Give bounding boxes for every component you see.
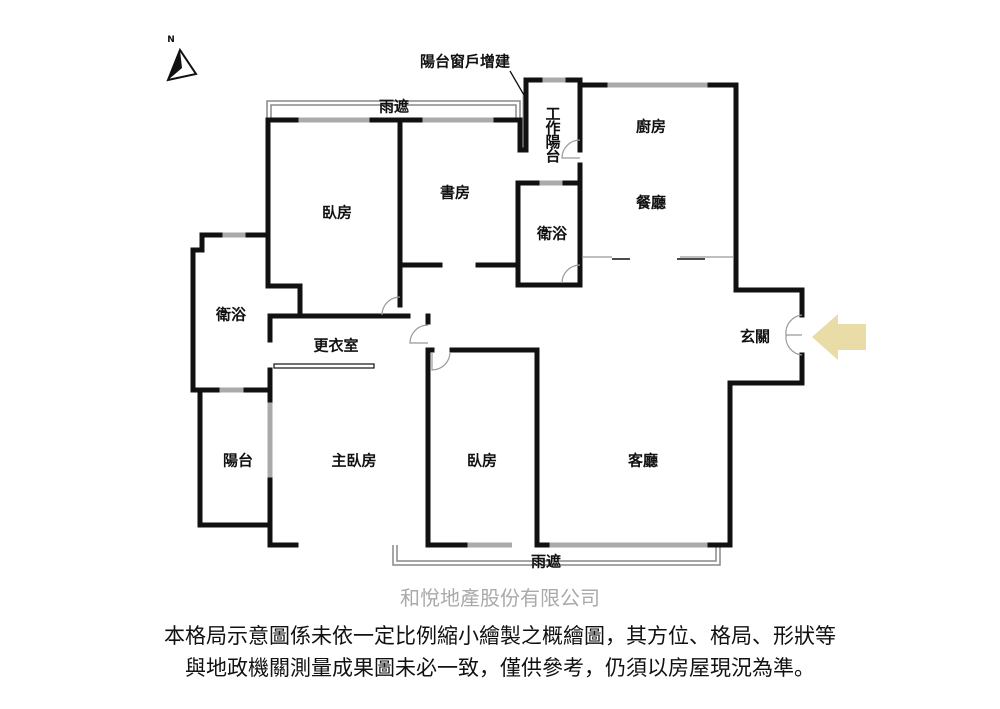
- room-label-utility-balcony: 工作陽台: [543, 106, 562, 162]
- company-watermark: 和悅地產股份有限公司: [400, 586, 600, 610]
- closet-sliding-door: [273, 363, 375, 369]
- room-label-bedroom-nw: 臥房: [321, 203, 353, 222]
- annotation-label: 陽台窗戶增建: [419, 52, 511, 71]
- room-label-bath-west: 衛浴: [215, 305, 247, 324]
- room-label-bedroom-s: 臥房: [466, 451, 498, 470]
- room-label-canopy-bottom: 雨遮: [530, 552, 562, 571]
- room-label-balcony-west: 陽台: [222, 451, 254, 470]
- room-label-kitchen: 廚房: [635, 117, 667, 136]
- room-label-entrance: 玄關: [739, 327, 771, 346]
- room-label-master-bedroom: 主臥房: [331, 451, 377, 470]
- room-label-living: 客廳: [627, 451, 659, 470]
- canopy-outline: [266, 100, 721, 566]
- disclaimer-line-2: 與地政機關測量成果圖未必一致，僅供參考，仍須以房屋現況為準。: [185, 656, 815, 680]
- room-label-dining: 餐廳: [635, 193, 667, 212]
- windows: [217, 77, 710, 548]
- room-label-canopy-top: 雨遮: [378, 97, 410, 116]
- entry-arrow-icon: [812, 314, 866, 360]
- room-label-study: 書房: [439, 183, 471, 202]
- disclaimer-line-1: 本格局示意圖係未依一定比例縮小繪製之概繪圖，其方位、格局、形狀等: [164, 624, 836, 648]
- north-arrow-icon: [166, 47, 198, 82]
- room-label-bath-center: 衛浴: [536, 224, 568, 243]
- room-label-closet: 更衣室: [313, 336, 359, 355]
- door-swings: [381, 139, 803, 371]
- north-label: N: [167, 35, 175, 45]
- walls: [190, 77, 805, 548]
